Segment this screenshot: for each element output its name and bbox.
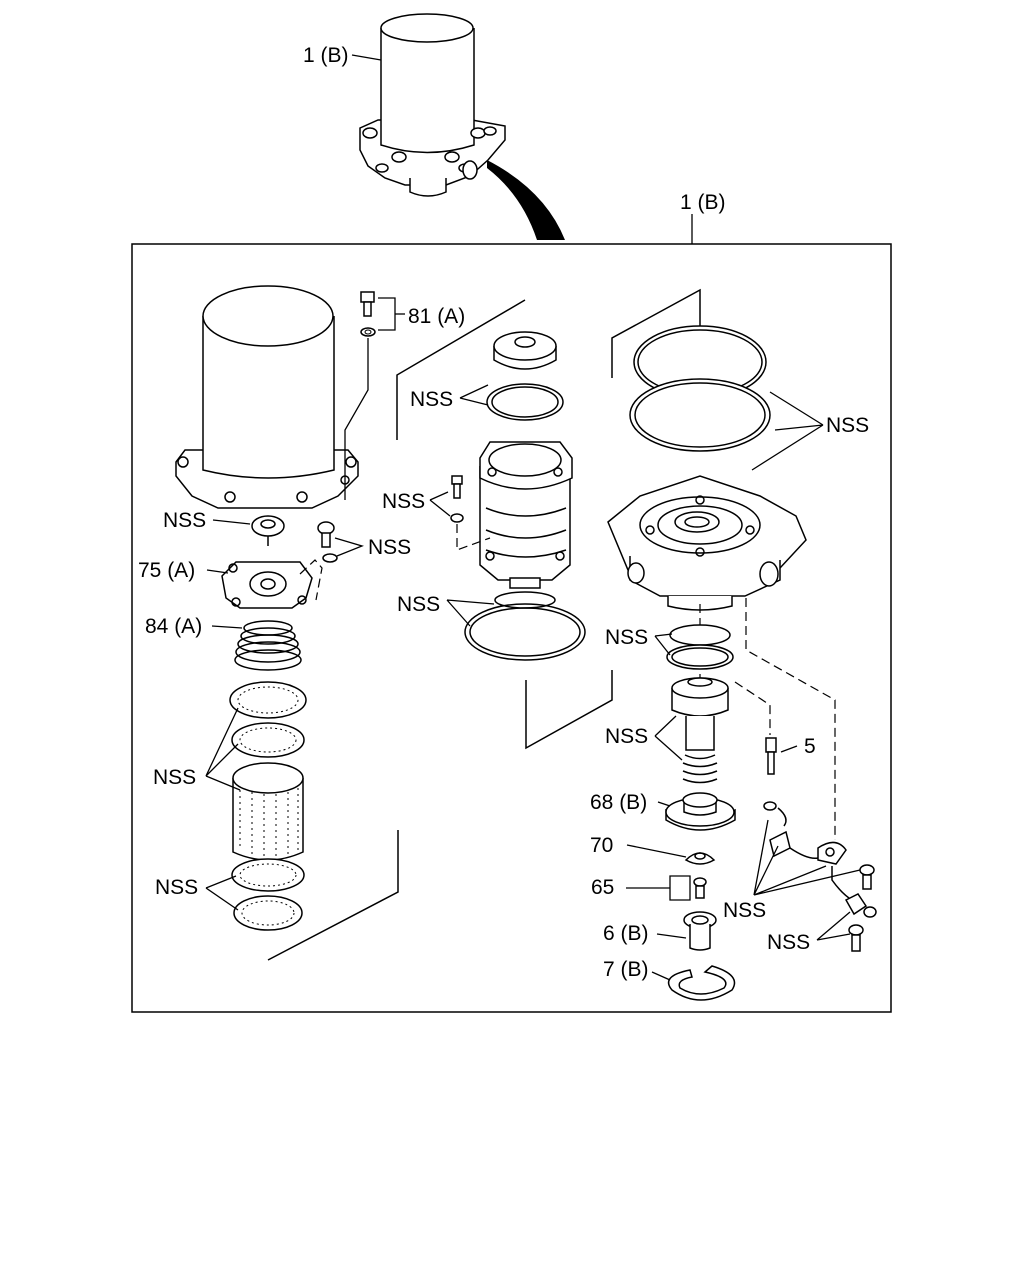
label-nss-screws: NSS [767,931,810,954]
assembly-arrow [487,160,565,240]
label-nss-filter-bottom: NSS [155,876,198,899]
label-7b: 7 (B) [603,958,649,981]
label-81a: 81 (A) [408,305,465,328]
bolt-65-illustration [693,877,707,899]
label-top-assembly: 1 (B) [303,44,349,67]
check-valve-6b-illustration [683,911,717,951]
label-nss-seal-left-top: NSS [410,388,453,411]
label-70: 70 [590,834,613,857]
knob-seal-illustration [486,331,564,421]
piston-spring-illustration [671,677,729,784]
base-housing-illustration [607,475,807,611]
o-rings-top-right-illustration [629,325,771,452]
label-nss-right-piston: NSS [605,725,648,748]
label-68b: 68 (B) [590,791,647,814]
valve-housing-illustration [479,441,573,589]
label-nss-cartridge: NSS [153,766,196,789]
label-nss-right-seal: NSS [605,626,648,649]
label-nss-heater: NSS [723,899,766,922]
label-kit-header: 1 (B) [680,191,726,214]
heater-5-illustration [734,681,777,775]
cover-illustration [175,285,359,509]
label-nss-mid-bolt: NSS [382,490,425,513]
label-nss-left-screw: NSS [368,536,411,559]
valve-plate-75a-illustration [221,561,313,609]
snap-ring-7b-illustration [667,965,736,1001]
air-dryer-assembly-illustration [351,13,506,197]
label-65: 65 [591,876,614,899]
label-6b: 6 (B) [603,922,649,945]
large-o-ring-illustration [464,591,586,661]
bolt-81a-illustration [360,291,376,337]
seal-ring-right-illustration [666,624,734,670]
label-nss-right-rings: NSS [826,414,869,437]
label-nss-mid-ring: NSS [397,593,440,616]
parts-kit-frame [131,243,892,1013]
callout-labels: 1 (B) 1 (B) 81 (A) NSS NSS NSS NSS NSS 7… [138,44,869,981]
label-nss-left-check: NSS [163,509,206,532]
small-screw-illustration [317,521,338,563]
filter-cartridge-illustration [229,681,307,931]
valve-70-illustration [684,852,716,865]
label-5: 5 [804,735,816,758]
spring-84a-illustration [234,620,302,671]
valve-seat-68b-illustration [665,792,736,831]
small-bolt-nss-illustration [450,475,464,523]
label-84a: 84 (A) [145,615,202,638]
label-75a: 75 (A) [138,559,195,582]
check-valve-illustration [251,515,285,546]
thermostat-wiring-illustration [763,801,877,952]
